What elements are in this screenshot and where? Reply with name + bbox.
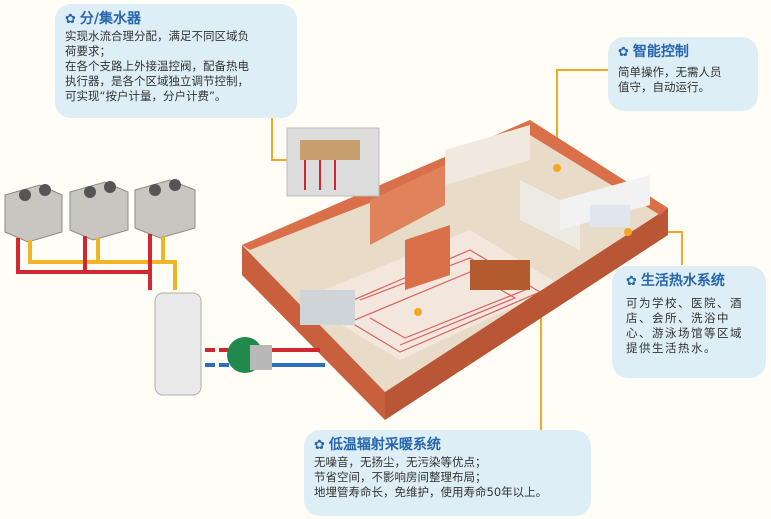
callout-line: 在各个支路上外接温控阀，配备热电	[65, 59, 249, 73]
callout-line: 荷要求；	[65, 44, 111, 58]
callout-title: 低温辐射采暖系统	[328, 437, 441, 453]
callout-line: 节省空间，不影响房间整理布局；	[314, 470, 487, 484]
callout-line: 值守，自动运行。	[618, 80, 710, 94]
callout-title: 分/集水器	[79, 11, 142, 27]
callout-line: 简单操作，无需人员	[618, 65, 722, 79]
callout-line: 可为学校、医院、酒	[626, 296, 743, 310]
callout-line: 提供生活热水。	[626, 341, 717, 355]
callout-line: 地埋管寿命长，免维护，使用寿命50年以上。	[314, 485, 548, 499]
callout-line: 无噪音，无扬尘，无污染等优点；	[314, 455, 487, 469]
callout-line: 执行器，是各个区域独立调节控制，	[65, 74, 249, 88]
callout-title: 智能控制	[632, 44, 689, 60]
callout-line: 店、会所、洗浴中	[626, 311, 730, 325]
unit-pipes	[16, 234, 177, 290]
callout-line: 心、游泳场馆等区域	[626, 326, 743, 340]
gear-icon: ✿	[626, 274, 637, 289]
heat-pump-units	[4, 179, 196, 243]
hot-water-tank	[154, 292, 202, 396]
gear-icon: ✿	[618, 45, 629, 60]
outer-wall-left	[242, 245, 385, 420]
gear-icon: ✿	[65, 12, 76, 27]
manifold-photo	[286, 127, 380, 197]
circulation-pump	[227, 337, 272, 373]
callout-floor-heating: ✿低温辐射采暖系统 无噪音，无扬尘，无污染等优点； 节省空间，不影响房间整理布局…	[304, 430, 591, 516]
callout-line: 实现水流合理分配，满足不同区域负	[65, 29, 249, 43]
gear-icon: ✿	[314, 438, 325, 453]
callout-line: 可实现“按户计量，分户计费”。	[65, 89, 227, 103]
callout-title: 生活热水系统	[640, 273, 725, 289]
callout-manifold: ✿分/集水器 实现水流合理分配，满足不同区域负 荷要求； 在各个支路上外接温控阀…	[55, 4, 297, 118]
callout-smart-control: ✿智能控制 简单操作，无需人员 值守，自动运行。	[608, 37, 758, 111]
callout-hot-water: ✿生活热水系统 可为学校、医院、酒 店、会所、洗浴中 心、游泳场馆等区域 提供生…	[612, 266, 766, 378]
